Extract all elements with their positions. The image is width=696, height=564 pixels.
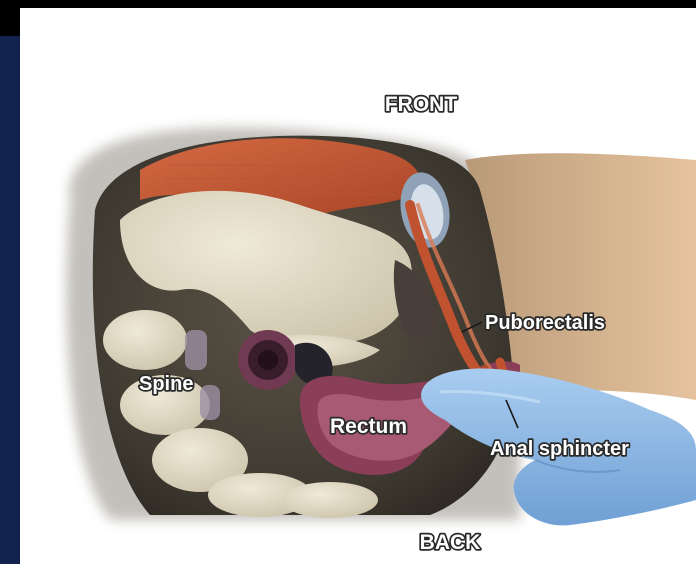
label-anal-sphincter: Anal sphincter — [490, 438, 629, 460]
label-rectum: Rectum — [330, 415, 407, 438]
label-front: FRONT — [385, 93, 457, 116]
label-puborectalis: Puborectalis — [485, 312, 605, 334]
label-back: BACK — [420, 531, 481, 554]
rectal-lumen — [238, 330, 298, 390]
label-spine: Spine — [139, 373, 193, 395]
